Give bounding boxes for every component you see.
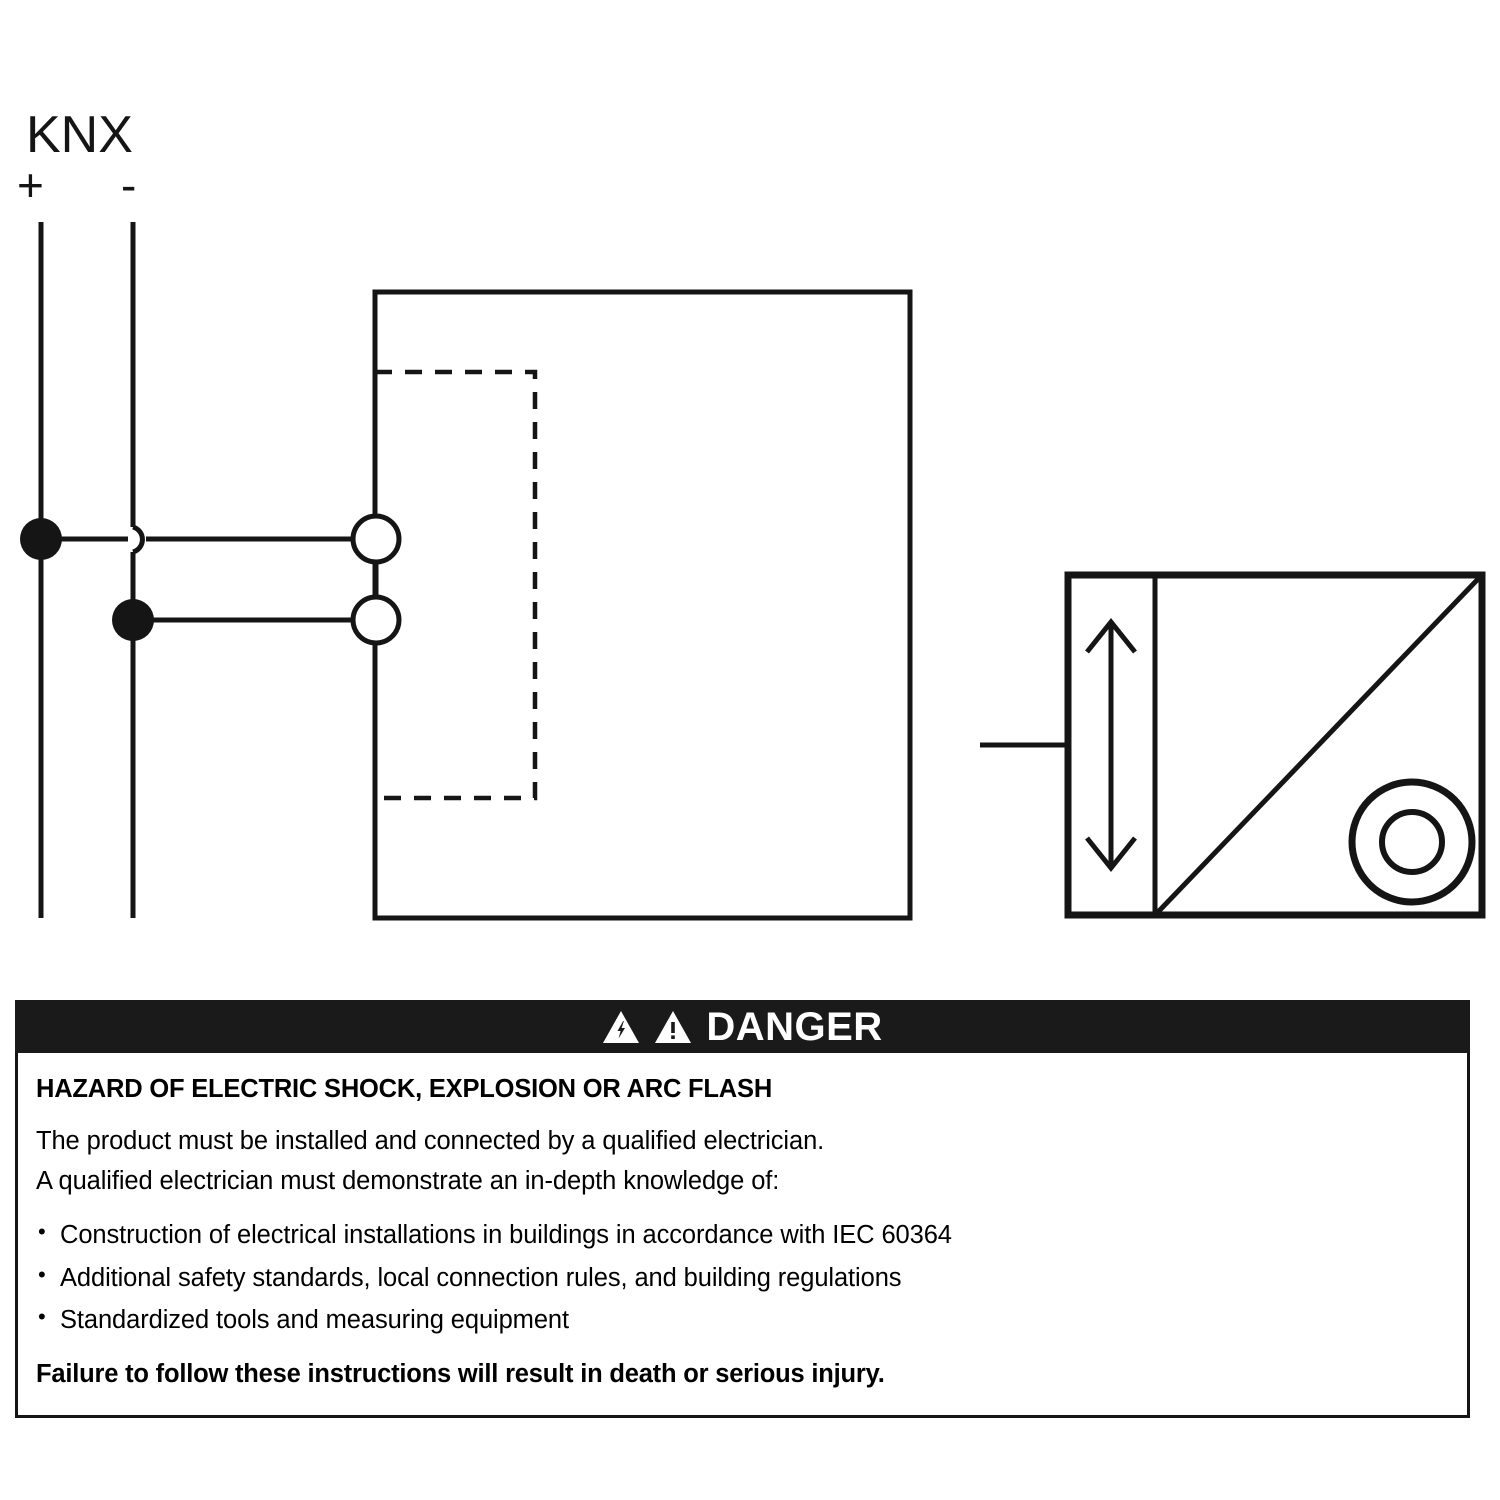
danger-paragraph-2: A qualified electrician must demonstrate… [36,1166,780,1195]
list-item: Additional safety standards, local conne… [36,1260,1449,1295]
bus-minus-label: - [121,159,136,211]
updown-arrow-head-down [1085,836,1137,873]
device-box [372,289,913,921]
danger-heading: HAZARD OF ELECTRIC SHOCK, EXPLOSION OR A… [36,1075,773,1103]
warning-triangle-icon [655,1010,692,1043]
rotary-indicator-inner-icon [1379,809,1445,875]
danger-paragraph-1: The product must be installed and connec… [36,1127,825,1156]
danger-header-bar: DANGER [15,1000,1470,1053]
junction-dot-minus [112,599,154,641]
actuator-symbol [980,571,1486,919]
electric-shock-triangle-icon [603,1010,640,1043]
junction-dot-plus [20,518,62,560]
list-item: Construction of electrical installations… [36,1217,1449,1252]
actuator-box [1064,571,1486,919]
danger-footer-statement: Failure to follow these instructions wil… [36,1359,885,1388]
actuator-diagonal [1156,576,1481,914]
wiring-diagram-canvas: KNX + - [17,106,1486,921]
danger-requirements-list: Construction of electrical installations… [36,1217,1449,1337]
terminal-circle-minus [350,594,402,646]
danger-title: DANGER [706,1004,883,1049]
rotary-indicator-outer-icon [1348,778,1476,906]
list-item: Standardized tools and measuring equipme… [36,1302,1449,1337]
wire-hop-icon [132,524,145,555]
updown-arrow-head-up [1085,617,1137,654]
wiring-diagram: KNX + - [17,106,1486,921]
danger-body: HAZARD OF ELECTRIC SHOCK, EXPLOSION OR A… [18,1053,1467,1415]
bus-plus-label: + [17,159,44,211]
dashed-module-outline [375,369,538,801]
terminal-circle-plus [350,513,402,565]
danger-safety-panel: DANGER HAZARD OF ELECTRIC SHOCK, EXPLOSI… [15,1000,1470,1419]
knx-bus-label: KNX [26,106,133,164]
